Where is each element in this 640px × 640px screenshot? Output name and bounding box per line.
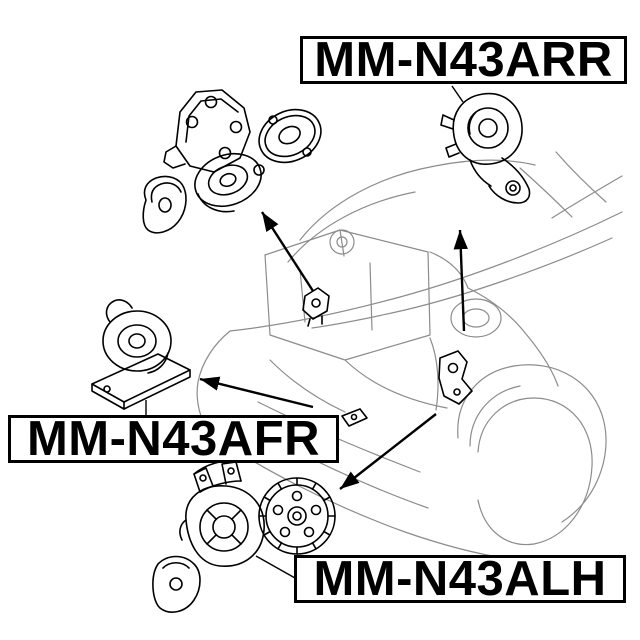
part-label-rear-mount: MM-N43ARR	[300, 35, 627, 84]
mount-front-left	[91, 299, 191, 410]
part-label-left-mount: MM-N43ALH	[294, 554, 626, 603]
arrow-top-left-mount	[260, 211, 315, 292]
mount-assembly-left-bottom	[152, 460, 336, 613]
mount-rear-top-right	[440, 92, 531, 204]
part-label-front-mount: MM-N43AFR	[8, 414, 339, 463]
vehicle-outline	[196, 151, 623, 562]
mount-assembly-top-left	[142, 89, 322, 234]
arrow-left-mount	[339, 413, 437, 490]
inbay-mount-details	[302, 287, 473, 427]
label-connectors	[145, 85, 464, 579]
arrow-front-mount	[199, 376, 314, 409]
arrow-rear-mount	[453, 229, 468, 332]
pointer-arrows	[199, 211, 468, 490]
